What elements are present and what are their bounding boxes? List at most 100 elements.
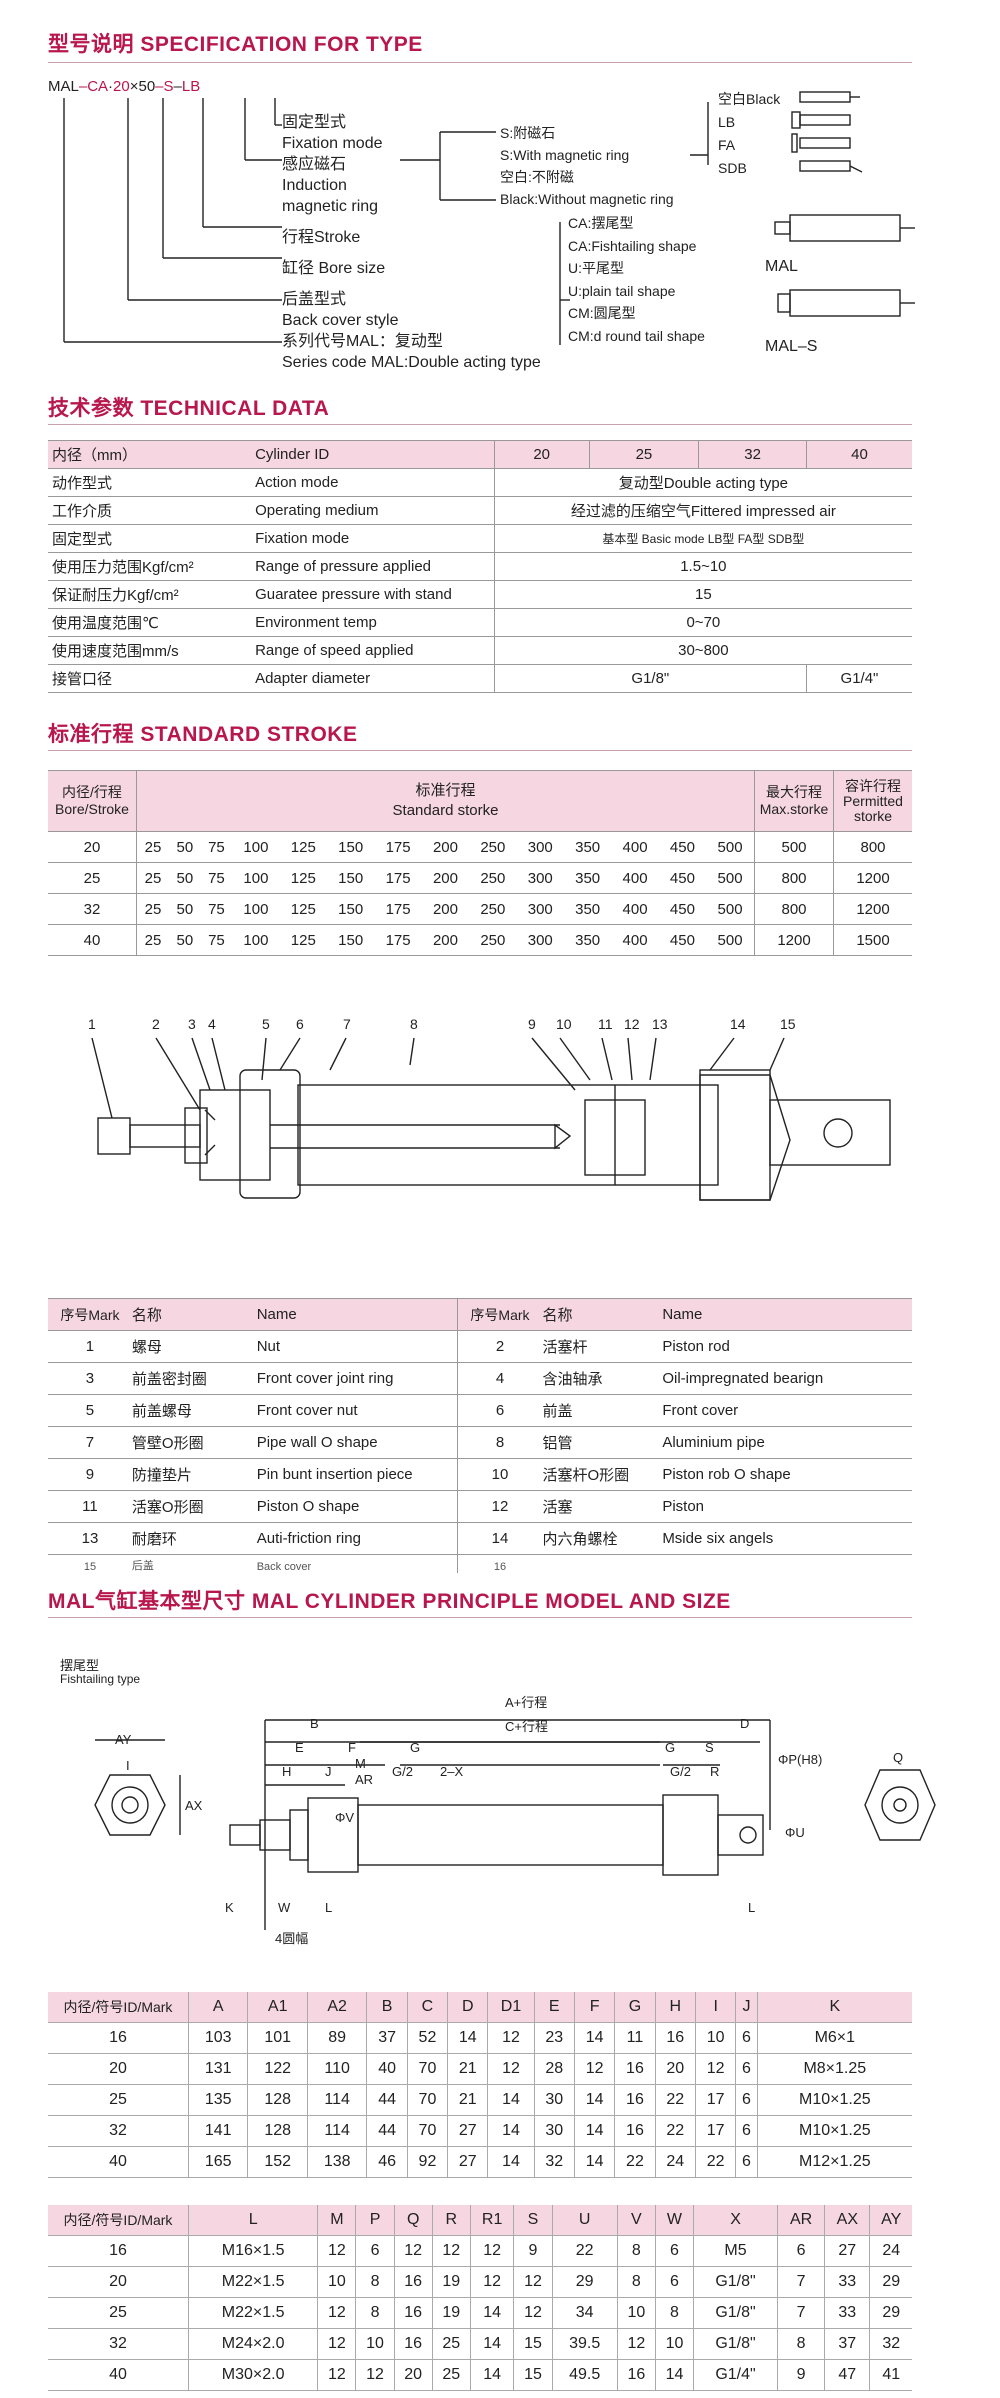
- stroke-value-cell: 300: [516, 893, 564, 925]
- size-cell: 14: [469, 2328, 514, 2360]
- label-stroke: 行程Stroke: [282, 229, 361, 246]
- size-header-cell: M: [317, 2205, 356, 2236]
- size-cell: 22: [694, 2146, 736, 2178]
- callout-number: 12: [624, 1016, 640, 1032]
- size-cell: 25: [431, 2328, 471, 2360]
- size-cell: 103: [187, 2022, 248, 2054]
- part-name-cn: 含油轴承: [542, 1362, 663, 1395]
- dim-label: W: [278, 1900, 291, 1915]
- tech-row-cn: 动作型式: [48, 468, 256, 497]
- fixation-opt: 空白Black: [718, 91, 781, 107]
- stroke-value-cell: 100: [232, 924, 280, 956]
- size-cell: 16: [48, 2022, 189, 2054]
- tech-row-en: Environment temp: [255, 608, 495, 637]
- stroke-value-cell: 75: [200, 924, 233, 956]
- size-header-cell: S: [513, 2205, 553, 2236]
- code-sep: –: [78, 78, 88, 95]
- size-cell: 6: [735, 2022, 758, 2054]
- stroke-bore-cell: 32: [48, 893, 137, 925]
- size-cell: 14: [573, 2146, 615, 2178]
- stroke-value-cell: 250: [469, 924, 517, 956]
- dim-label: ΦU: [785, 1825, 805, 1840]
- dim-label: 2–X: [440, 1764, 464, 1779]
- tech-row-en: Fixation mode: [255, 524, 495, 553]
- permitted-stroke-cell: 1200: [833, 862, 912, 894]
- dim-label: G/2: [392, 1764, 413, 1779]
- size-cell: 15: [513, 2359, 553, 2391]
- part-mark: 5: [48, 1394, 132, 1427]
- size-cell: M22×1.5: [187, 2266, 318, 2298]
- fixation-options: 空白Black LB FA SDB: [718, 88, 780, 180]
- part-mark: 9: [48, 1458, 132, 1491]
- stroke-value-cell: 175: [374, 924, 422, 956]
- size-cell: G1/8": [693, 2328, 778, 2360]
- size-header-cell: F: [573, 1992, 615, 2023]
- size-cell: M10×1.25: [756, 2084, 912, 2116]
- part-name-cn: 耐磨环: [131, 1522, 257, 1555]
- size-cell: 33: [824, 2297, 870, 2329]
- size-cell: 110: [306, 2053, 367, 2085]
- size-cell: 12: [355, 2359, 395, 2391]
- size-header-cell: A2: [306, 1992, 367, 2023]
- size-cell: 14: [573, 2084, 615, 2116]
- stroke-value-cell: 25: [136, 924, 170, 956]
- tech-row-val: G1/8": [493, 664, 807, 693]
- size-cell: 49.5: [551, 2359, 618, 2391]
- tech-row-cn: 保证耐压力Kgf/cm²: [48, 580, 256, 609]
- stroke-value-cell: 450: [658, 893, 707, 925]
- size-cell: M16×1.5: [187, 2235, 318, 2267]
- dim-label: ΦP(H8): [778, 1752, 823, 1767]
- stroke-h4-en: Permitted: [843, 792, 903, 809]
- size-cell: 70: [406, 2053, 448, 2085]
- tech-row-en: Action mode: [255, 468, 495, 497]
- callout-number: 15: [780, 1016, 796, 1032]
- size-cell: 6: [654, 2266, 694, 2298]
- size-cell: 27: [824, 2235, 870, 2267]
- size-cell: 22: [654, 2115, 696, 2147]
- dim-label: K: [225, 1900, 234, 1915]
- label-series-cn: 系列代号MAL：复动型: [282, 333, 443, 350]
- size-cell: 33: [824, 2266, 870, 2298]
- tech-row-en: Range of speed applied: [255, 636, 495, 665]
- size-cell: 40: [366, 2053, 408, 2085]
- tail-opt: CM:d round tail shape: [568, 327, 705, 344]
- size-cell: 30: [533, 2115, 575, 2147]
- part-name-en: Nut: [256, 1330, 458, 1363]
- part-name-en: Front cover: [662, 1394, 912, 1427]
- stroke-value-cell: 450: [658, 831, 707, 863]
- size-cell: 6: [735, 2146, 758, 2178]
- size-header-cell: J: [735, 1992, 758, 2023]
- size-cell: M6×1: [756, 2022, 912, 2054]
- stroke-value-cell: 200: [421, 831, 470, 863]
- size-header-cell: C: [406, 1992, 448, 2023]
- part-name-cn: 活塞: [542, 1490, 663, 1523]
- part-mark: 8: [456, 1426, 543, 1459]
- tech-row-cn: 工作介质: [48, 496, 256, 525]
- size-cell: 101: [247, 2022, 308, 2054]
- size-header-cell: D: [447, 1992, 488, 2023]
- stroke-h2-cn: 标准行程: [415, 782, 476, 799]
- size-cell: 14: [487, 2115, 535, 2147]
- label-magnetic-ring: magnetic ring: [282, 198, 379, 215]
- tech-header-cn: 内径（mm）: [48, 440, 256, 469]
- tech-row-val: G1/4": [805, 664, 912, 693]
- size-cell: 16: [48, 2235, 189, 2267]
- magnet-opt: S:With magnetic ring: [500, 147, 630, 163]
- size-cell: 6: [654, 2235, 694, 2267]
- tech-title: 技术参数 TECHNICAL DATA: [48, 397, 330, 420]
- stroke-value-cell: 500: [706, 831, 755, 863]
- dim-label: A+行程: [505, 1695, 548, 1710]
- max-stroke-cell: 1200: [754, 924, 834, 956]
- code-sep: ×: [129, 78, 139, 95]
- size-header-cell: E: [533, 1992, 575, 2023]
- dim-label: 4圆幅: [275, 1931, 309, 1946]
- size-cell: G1/4": [693, 2359, 778, 2391]
